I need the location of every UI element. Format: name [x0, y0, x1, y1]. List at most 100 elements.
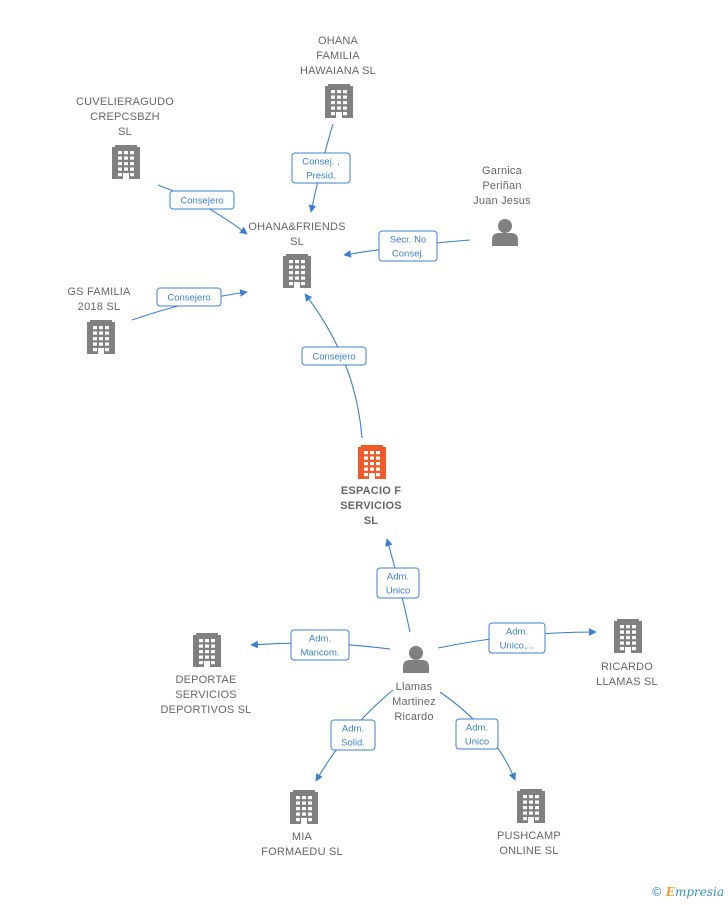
edge-label-line: Adm.: [309, 634, 331, 645]
edge-label[interactable]: Adm. Unico: [455, 718, 499, 750]
node-label-line: Garnica: [482, 165, 523, 177]
edge-label-line: Consejero: [180, 196, 223, 207]
node-label-line: MIA: [292, 831, 313, 843]
edge-label-line: Presid.: [306, 171, 336, 182]
edge-label[interactable]: Consejero: [169, 190, 235, 210]
copyright-symbol: ©: [650, 885, 663, 899]
node-label-line: FORMAEDU SL: [261, 846, 343, 858]
node-label-line: DEPORTAE: [175, 674, 236, 686]
building-icon: [193, 633, 221, 667]
node-label-line: FAMILIA: [316, 50, 360, 62]
edge-label[interactable]: Secr. No Consej.: [378, 230, 438, 262]
node-label-line: RICARDO: [601, 661, 653, 673]
node-label-line: SL: [364, 515, 379, 527]
edge-label-box: [330, 719, 376, 751]
edge-gs_familia-to-ohana_friends: Consejero: [131, 287, 248, 321]
node-label-line: CREPCSBZH: [90, 111, 160, 123]
edge-llamas-to-ricardo_llamas: Adm. Unico,...: [437, 622, 597, 654]
edge-label-line: Unico: [386, 586, 410, 597]
node-label-line: OHANA&FRIENDS: [248, 221, 345, 233]
node-label-line: SERVICIOS: [340, 500, 402, 512]
edge-label-box: [290, 629, 350, 661]
node-label-line: DEPORTIVOS SL: [160, 704, 251, 716]
building-icon: [325, 84, 353, 118]
node-pushcamp[interactable]: PUSHCAMP ONLINE SL: [497, 789, 561, 857]
edge-label-line: Consejero: [312, 352, 355, 363]
edge-label[interactable]: Adm. Mancom.: [290, 629, 350, 661]
edge-label-box: [378, 230, 438, 262]
node-label-line: SL: [290, 236, 304, 248]
edge-label[interactable]: Adm. Unico,...: [488, 622, 546, 654]
edge-label[interactable]: Consej. , Presid.: [291, 152, 351, 184]
node-ohana_friends[interactable]: OHANA&FRIENDS SL: [248, 221, 345, 288]
edge-label-line: Mancom.: [300, 648, 339, 659]
building-icon: [358, 445, 386, 479]
empresia-watermark: ©Empresia: [651, 885, 724, 899]
edge-label-line: Adm.: [342, 724, 364, 735]
node-label-line: OHANA: [318, 35, 359, 47]
edge-label-line: Adm.: [387, 572, 409, 583]
edge-ohana_hawaiana-to-ohana_friends: Consej. , Presid.: [291, 123, 351, 213]
node-label-line: PUSHCAMP: [497, 830, 561, 842]
brand-initial: E: [665, 885, 675, 899]
edge-label-line: Consej.: [392, 249, 424, 260]
edge-label[interactable]: Adm. Solid.: [330, 719, 376, 751]
edge-label-line: Adm.: [466, 723, 488, 734]
node-label-line: SL: [118, 126, 132, 138]
edge-label-line: Solid.: [341, 738, 365, 749]
edge-cuvelier-to-ohana_friends: Consejero: [157, 184, 248, 235]
edge-llamas-to-mia: Adm. Solid.: [315, 689, 394, 782]
node-label-line: Ricardo: [394, 711, 433, 723]
node-label-line: CUVELIERAGUDO: [76, 96, 174, 108]
node-ohana_hawaiana[interactable]: OHANA FAMILIA HAWAIANA SL: [300, 35, 376, 118]
node-label-line: Periñan: [482, 180, 521, 192]
building-icon: [290, 790, 318, 824]
edge-label-line: Unico: [465, 737, 489, 748]
node-label-line: Juan Jesus: [473, 195, 531, 207]
edge-label[interactable]: Consejero: [156, 287, 222, 307]
node-label-line: HAWAIANA SL: [300, 65, 376, 77]
edge-label[interactable]: Adm. Unico: [376, 567, 420, 599]
node-label-line: Llamas: [396, 681, 433, 693]
edge-llamas-to-espacio: Adm. Unico: [376, 538, 420, 633]
node-cuvelier[interactable]: CUVELIERAGUDO CREPCSBZH SL: [76, 96, 174, 179]
edge-label-box: [455, 718, 499, 750]
brand-name: mpresia: [674, 885, 724, 899]
building-icon: [517, 789, 545, 823]
node-label-line: SERVICIOS: [175, 689, 237, 701]
building-icon: [283, 254, 311, 288]
person-icon: [492, 219, 518, 246]
node-label-line: ESPACIO F: [341, 485, 401, 497]
edge-label-box: [301, 346, 367, 366]
node-label-line: ONLINE SL: [499, 845, 558, 857]
edge-arrow: [304, 293, 363, 439]
edge-llamas-to-pushcamp: Adm. Unico: [439, 691, 516, 781]
edge-label-box: [376, 567, 420, 599]
edge-label[interactable]: Consejero: [301, 346, 367, 366]
node-label-line: GS FAMILIA: [67, 286, 131, 298]
edge-label-box: [156, 287, 222, 307]
node-deportae[interactable]: DEPORTAE SERVICIOS DEPORTIVOS SL: [160, 633, 251, 716]
edge-garnica-to-ohana_friends: Secr. No Consej.: [343, 230, 471, 262]
edge-label-line: Secr. No: [390, 235, 426, 246]
edge-label-box: [291, 152, 351, 184]
edge-espacio-to-ohana_friends: Consejero: [301, 293, 367, 439]
edge-label-box: [169, 190, 235, 210]
edge-label-line: Adm.: [506, 627, 528, 638]
edge-label-line: Consej. ,: [302, 157, 340, 168]
edge-llamas-to-deportae: Adm. Mancom.: [250, 629, 391, 661]
edge-label-box: [488, 622, 546, 654]
building-icon: [87, 320, 115, 354]
node-espacio[interactable]: ESPACIO F SERVICIOS SL: [340, 445, 402, 527]
edge-label-line: Consejero: [167, 293, 210, 304]
node-label-line: Martinez: [392, 696, 436, 708]
node-label-line: LLAMAS SL: [596, 676, 658, 688]
edge-label-line: Unico,...: [500, 641, 535, 652]
node-ricardo_llamas[interactable]: RICARDO LLAMAS SL: [596, 619, 658, 688]
node-mia[interactable]: MIA FORMAEDU SL: [261, 790, 343, 858]
